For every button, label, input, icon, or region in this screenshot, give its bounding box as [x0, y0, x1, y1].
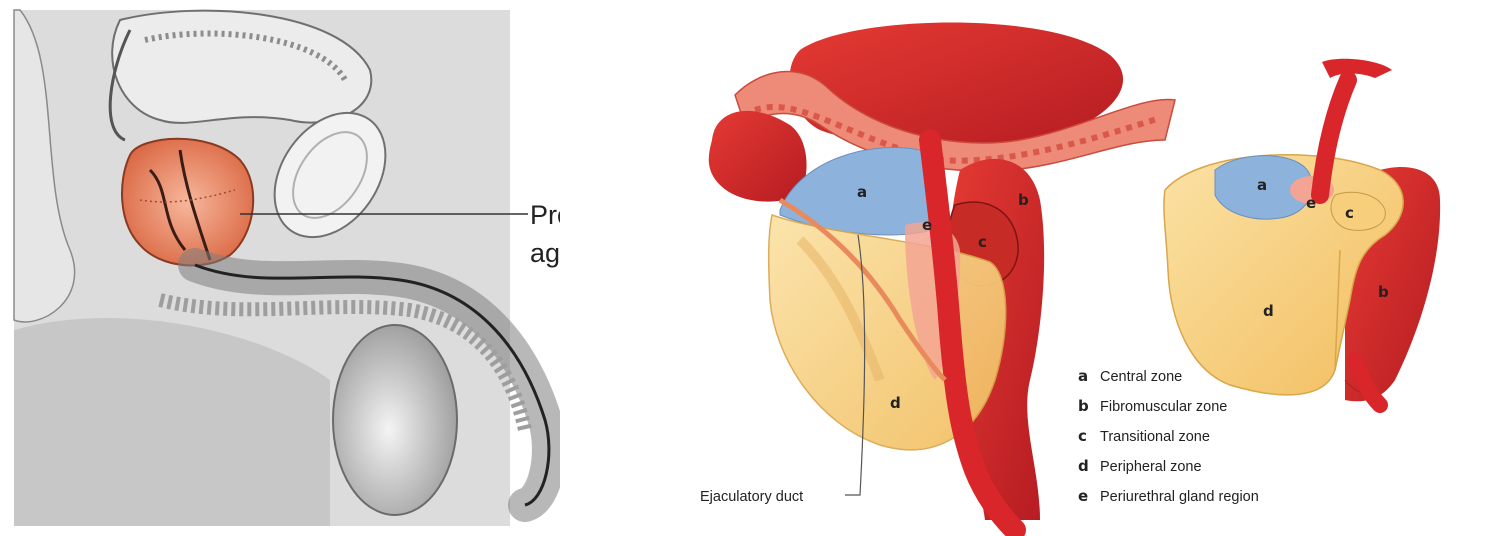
zone-diagram-drawing: a b c d e Ejaculatory duct a b c d e — [700, 22, 1441, 536]
main-label-b: b — [1018, 191, 1029, 209]
zone-legend: a Central zone b Fibromuscular zone c Tr… — [1078, 367, 1259, 505]
small-label-a: a — [1257, 176, 1267, 194]
prostatic-urethra-line-2 — [178, 149, 212, 261]
testis — [332, 324, 458, 516]
callout-label-line2: agrandada — [530, 238, 560, 268]
main-label-a: a — [857, 183, 867, 201]
prostate-zone-diagram: a b c d e Ejaculatory duct a b c d e — [560, 0, 1500, 536]
main-label-d: d — [890, 394, 901, 412]
legend-text-c: Transitional zone — [1100, 429, 1210, 445]
legend-letter-b: b — [1078, 397, 1089, 415]
main-label-e: e — [922, 216, 932, 234]
small-label-e: e — [1306, 194, 1316, 212]
main-urethra — [919, 129, 1026, 536]
pubic-symphysis — [273, 111, 387, 239]
ejaculatory-duct — [778, 197, 947, 382]
urethra — [194, 263, 551, 507]
legend-text-a: Central zone — [1100, 369, 1182, 385]
left-red-lobe — [708, 110, 807, 202]
legend-letter-c: c — [1078, 427, 1087, 445]
small-label-c: c — [1345, 204, 1354, 222]
pelvic-bone — [13, 9, 76, 323]
corpus-spongiosum — [158, 293, 532, 432]
prostatic-urethra-line-1 — [148, 168, 187, 251]
bladder-dome — [789, 22, 1124, 147]
legend-text-d: Peripheral zone — [1100, 459, 1202, 475]
duct-pointer-line — [845, 234, 866, 496]
ejaculatory-duct-label: Ejaculatory duct — [700, 489, 803, 505]
legend-text-e: Periurethral gland region — [1100, 489, 1259, 505]
small-label-b: b — [1378, 283, 1389, 301]
small-label-d: d — [1263, 302, 1274, 320]
small-block-edge — [1334, 249, 1341, 371]
sagittal-anatomy-drawing: Próstata agrandada — [13, 9, 560, 526]
small-urethra-flare — [1322, 58, 1392, 78]
legend-text-b: Fibromuscular zone — [1100, 399, 1227, 415]
bladder-wall-band — [734, 70, 1176, 172]
main-label-c: c — [978, 233, 987, 251]
ureter-line — [108, 29, 132, 142]
legend-letter-e: e — [1078, 487, 1088, 505]
callout-label-line1: Próstata — [530, 200, 560, 230]
legend-letter-d: d — [1078, 457, 1089, 475]
bladder — [111, 9, 373, 124]
small-urethra-column — [1311, 71, 1357, 204]
legend-letter-a: a — [1078, 367, 1088, 385]
prostate-texture — [139, 189, 236, 203]
small-urethra-tail — [1347, 352, 1388, 413]
peripheral-zone-inner-shade — [796, 236, 885, 382]
thigh-shading — [14, 318, 330, 526]
sagittal-anatomy-illustration: Próstata agrandada — [0, 0, 560, 536]
small-transitional-zone — [1330, 191, 1386, 231]
enlarged-prostate — [121, 137, 255, 267]
